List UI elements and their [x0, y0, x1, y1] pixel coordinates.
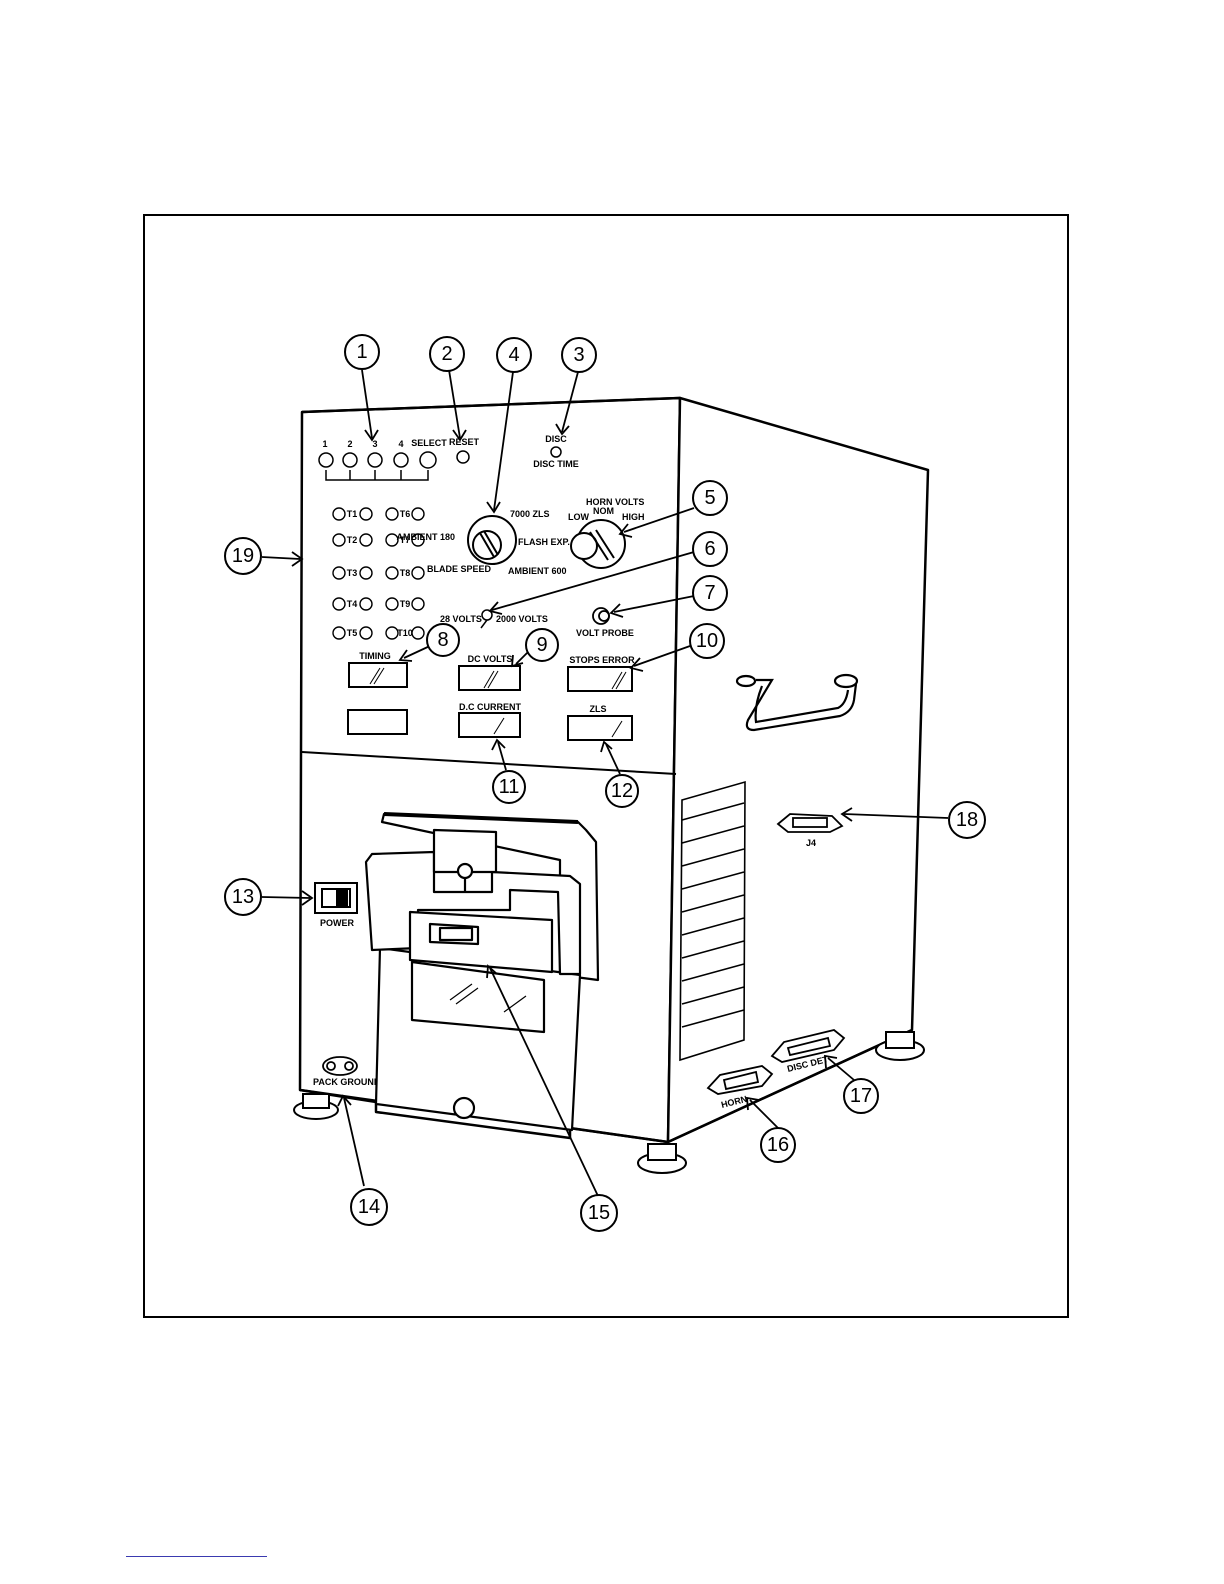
label-timing: TIMING [359, 651, 391, 661]
dc-volts-meter [458, 665, 521, 691]
label-ambient-600: AMBIENT 600 [508, 566, 567, 576]
callout-14: 14 [358, 1196, 380, 1218]
label-stops-error: STOPS ERROR [569, 655, 635, 665]
callout-10: 10 [696, 630, 718, 652]
callout-18: 18 [956, 809, 978, 831]
callout-3: 3 [573, 344, 584, 366]
tp-label: T7 [400, 535, 411, 545]
tp-label: T10 [397, 628, 413, 638]
callout-5: 5 [704, 487, 715, 509]
feet [293, 1031, 925, 1174]
label-pack-ground: PACK GROUND [313, 1077, 381, 1087]
blank-meter [347, 709, 408, 735]
meter-labels: TIMING DC VOLTS STOPS ERROR D.C CURRENT … [359, 651, 635, 714]
knob-labels: 7000 ZLS AMBIENT 180 FLASH EXP. BLADE SP… [396, 497, 644, 576]
label-7000-zls: 7000 ZLS [510, 509, 550, 519]
label-blade-speed: BLADE SPEED [427, 564, 492, 574]
connector-j4 [776, 813, 844, 833]
callout-15: 15 [588, 1202, 610, 1224]
meter-windows [347, 662, 633, 741]
label-j4: J4 [806, 838, 816, 848]
label-nom: NOM [593, 506, 614, 516]
callout-bubbles [224, 334, 986, 1232]
foot-right [875, 1031, 925, 1061]
callout-1: 1 [356, 341, 367, 363]
callout-19: 19 [232, 545, 254, 567]
dc-current-meter [458, 712, 521, 738]
horn-volts-knob [570, 519, 626, 569]
label-select: SELECT [411, 438, 447, 448]
switch-number-1: 1 [322, 439, 327, 449]
tp-label: T1 [347, 509, 358, 519]
footnote-rule [126, 1556, 267, 1557]
label-volt-probe: VOLT PROBE [576, 628, 634, 638]
select-switch-labels: 1 2 3 4 SELECT RESET DISC DISC TIME [322, 434, 578, 469]
switch-number-3: 3 [372, 439, 377, 449]
tp-label: T6 [400, 509, 411, 519]
test-point-labels: T1 T2 T3 T4 T5 T6 T7 T8 T9 T10 [347, 509, 413, 638]
function-selector-knob [467, 515, 517, 565]
label-2000-volts: 2000 VOLTS [496, 614, 548, 624]
connector-disc-det [770, 1029, 846, 1063]
power-switch [314, 882, 358, 914]
jacks-right [385, 507, 425, 640]
pack-ground-receptacle [322, 1056, 358, 1076]
tp-label: T2 [347, 535, 358, 545]
label-disc-time: DISC TIME [533, 459, 579, 469]
label-zls: ZLS [590, 704, 607, 714]
label-low: LOW [568, 512, 589, 522]
callout-16: 16 [767, 1134, 789, 1156]
label-28-volts: 28 VOLTS [440, 614, 482, 624]
callout-2: 2 [441, 343, 452, 365]
zls-meter [567, 715, 633, 741]
carry-handle [735, 673, 859, 732]
select-switch-row [318, 446, 562, 481]
connector-horn [706, 1065, 774, 1095]
label-power: POWER [320, 918, 355, 928]
callout-6: 6 [704, 538, 715, 560]
tp-label: T8 [400, 568, 411, 578]
callout-4: 4 [508, 344, 519, 366]
callout-8: 8 [437, 629, 448, 651]
callout-12: 12 [611, 780, 633, 802]
stops-error-meter [567, 666, 633, 692]
label-dc-current: D.C CURRENT [459, 702, 522, 712]
film-holder-assembly [364, 812, 600, 1132]
callout-9: 9 [536, 634, 547, 656]
callout-leaders [261, 369, 949, 1197]
callout-numbers: 1 2 3 4 5 6 7 8 9 10 11 12 13 14 15 16 1… [232, 341, 978, 1224]
switch-number-2: 2 [347, 439, 352, 449]
label-flash-exp: FLASH EXP. [518, 537, 570, 547]
callout-7: 7 [704, 582, 715, 604]
tp-label: T3 [347, 568, 358, 578]
label-horn-volts: HORN VOLTS [586, 497, 644, 507]
foot-center [637, 1143, 687, 1174]
tp-label: T5 [347, 628, 358, 638]
callout-13: 13 [232, 886, 254, 908]
tp-label: T4 [347, 599, 358, 609]
figure-border [143, 214, 1069, 1318]
foot-left [293, 1093, 339, 1120]
jacks-left [332, 507, 373, 640]
switch-number-4: 4 [398, 439, 403, 449]
volt-range-switch [480, 609, 493, 629]
side-louvers [679, 780, 746, 1062]
label-reset: RESET [449, 437, 480, 447]
volt-probe-jack [592, 607, 610, 625]
callout-11: 11 [499, 776, 520, 798]
test-point-jacks [332, 507, 425, 640]
timing-meter [348, 662, 408, 688]
label-dc-volts: DC VOLTS [468, 654, 513, 664]
tp-label: T9 [400, 599, 411, 609]
callout-17: 17 [850, 1085, 872, 1107]
label-ambient-180: AMBIENT 180 [396, 532, 455, 542]
label-disc: DISC [545, 434, 567, 444]
label-high: HIGH [622, 512, 645, 522]
